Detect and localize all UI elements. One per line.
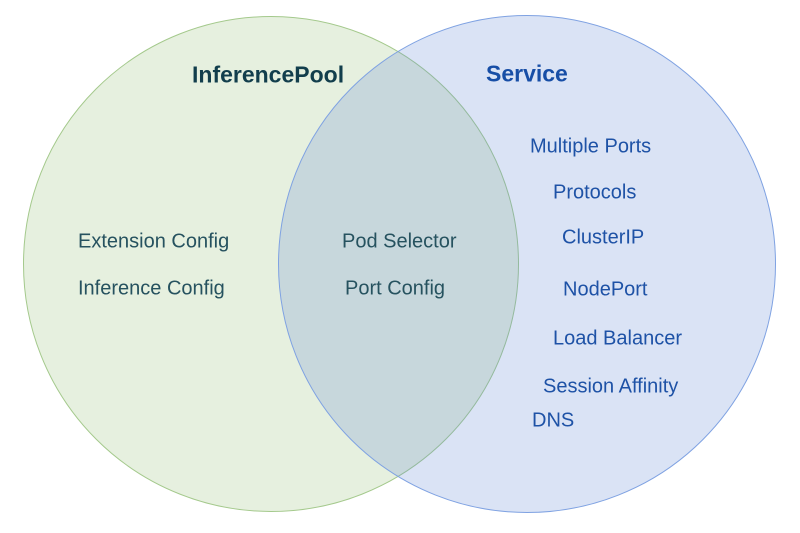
- item-clusterip: ClusterIP: [562, 226, 645, 249]
- item-pod-selector: Pod Selector: [342, 230, 457, 253]
- item-extension-config: Extension Config: [78, 230, 230, 253]
- item-nodeport: NodePort: [563, 278, 648, 301]
- inferencepool-title: InferencePool: [192, 61, 345, 88]
- item-dns: DNS: [532, 409, 575, 432]
- item-inference-config: Inference Config: [78, 277, 225, 300]
- item-multiple-ports: Multiple Ports: [530, 135, 652, 158]
- item-session-affinity: Session Affinity: [543, 375, 679, 398]
- service-title: Service: [486, 60, 568, 87]
- item-port-config: Port Config: [345, 277, 446, 300]
- item-load-balancer: Load Balancer: [553, 327, 682, 350]
- item-protocols: Protocols: [553, 181, 637, 204]
- service-circle: [278, 15, 776, 513]
